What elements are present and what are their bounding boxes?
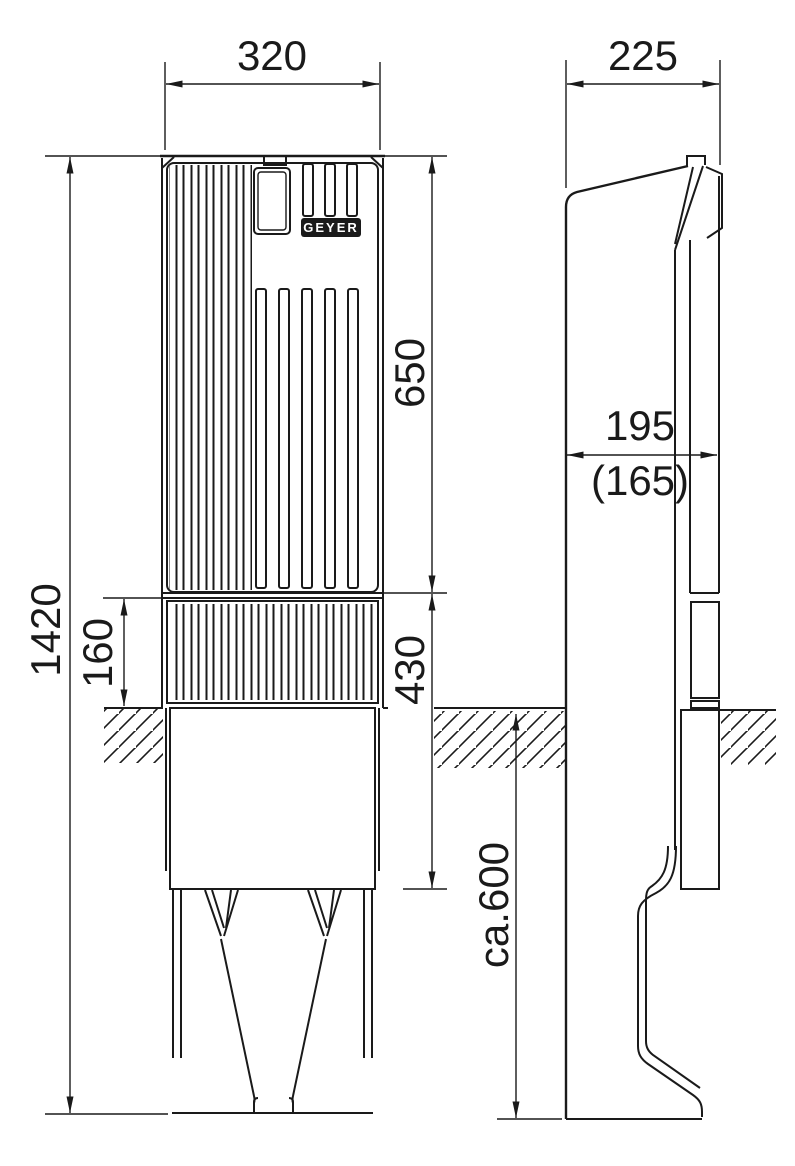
door-bottom-seam xyxy=(163,592,382,599)
lock-recess xyxy=(253,167,291,235)
front-side-edges xyxy=(161,158,384,708)
anchor-v-strap-right xyxy=(307,889,342,937)
anchor-spike-feet xyxy=(253,1097,294,1112)
rear-panel-buried xyxy=(680,709,720,890)
ground-hatching xyxy=(104,707,776,768)
anchor-outer-legs xyxy=(172,889,373,1058)
ground-hatch-middle xyxy=(434,711,565,768)
anchor-spike xyxy=(172,889,373,1114)
side-rear-panels xyxy=(680,176,720,890)
brand-badge: GEYER xyxy=(301,218,361,237)
dim-label-base-height: 430 xyxy=(386,635,433,705)
dim-label-side-depth: 225 xyxy=(608,32,678,79)
side-foot-outer xyxy=(637,845,703,1117)
dim-label-inner-depth-alt: (165) xyxy=(591,457,689,504)
dimension-lines xyxy=(66,80,719,1118)
base-side-bands xyxy=(165,708,380,871)
side-foot-inner xyxy=(645,845,701,1089)
plinth-ribs xyxy=(171,604,375,700)
dim-label-front-width: 320 xyxy=(237,32,307,79)
dim-label-inner-depth: 195 xyxy=(605,402,675,449)
dim-label-plinth-height: 160 xyxy=(74,618,121,688)
plinth-panel xyxy=(166,600,379,704)
ground-hatch-right xyxy=(721,711,776,765)
rear-panel-strip xyxy=(690,700,720,709)
door-top-vent-slots xyxy=(302,163,358,217)
ext-lines-side-depth xyxy=(565,60,721,188)
ground-hatch-left xyxy=(104,709,163,763)
lock-recess-inner xyxy=(257,171,287,231)
dim-label-total-height: 1420 xyxy=(22,583,69,676)
dimension-annotations: 320 225 195 (165) 1420 160 650 430 ca.60… xyxy=(22,32,721,1120)
ext-lines-front-width xyxy=(164,62,381,150)
door-left-ribs xyxy=(169,165,252,590)
side-foot xyxy=(566,845,703,1120)
anchor-v-strap-left xyxy=(204,889,239,937)
side-front-face-and-roof xyxy=(564,164,689,1119)
anchor-spike-sides xyxy=(220,938,327,1112)
side-roof-back-slant xyxy=(674,165,704,251)
label-backing xyxy=(388,618,434,724)
side-view xyxy=(564,155,723,1120)
dim-label-burial-depth: ca.600 xyxy=(470,842,517,968)
ground-line xyxy=(104,707,776,711)
dim-label-upper-height: 650 xyxy=(386,338,433,408)
brand-badge-background xyxy=(301,218,361,237)
buried-base-box xyxy=(169,707,376,890)
brand-badge-label: GEYER xyxy=(303,220,359,235)
front-top-chamfers xyxy=(161,156,384,169)
side-roof-cap xyxy=(686,155,706,166)
front-view: GEYER xyxy=(160,154,385,1114)
rear-panel-middle xyxy=(690,601,720,699)
rear-panel-upper xyxy=(689,176,720,594)
side-top-bracket xyxy=(705,166,723,239)
door-center-vent-slots xyxy=(255,288,359,589)
